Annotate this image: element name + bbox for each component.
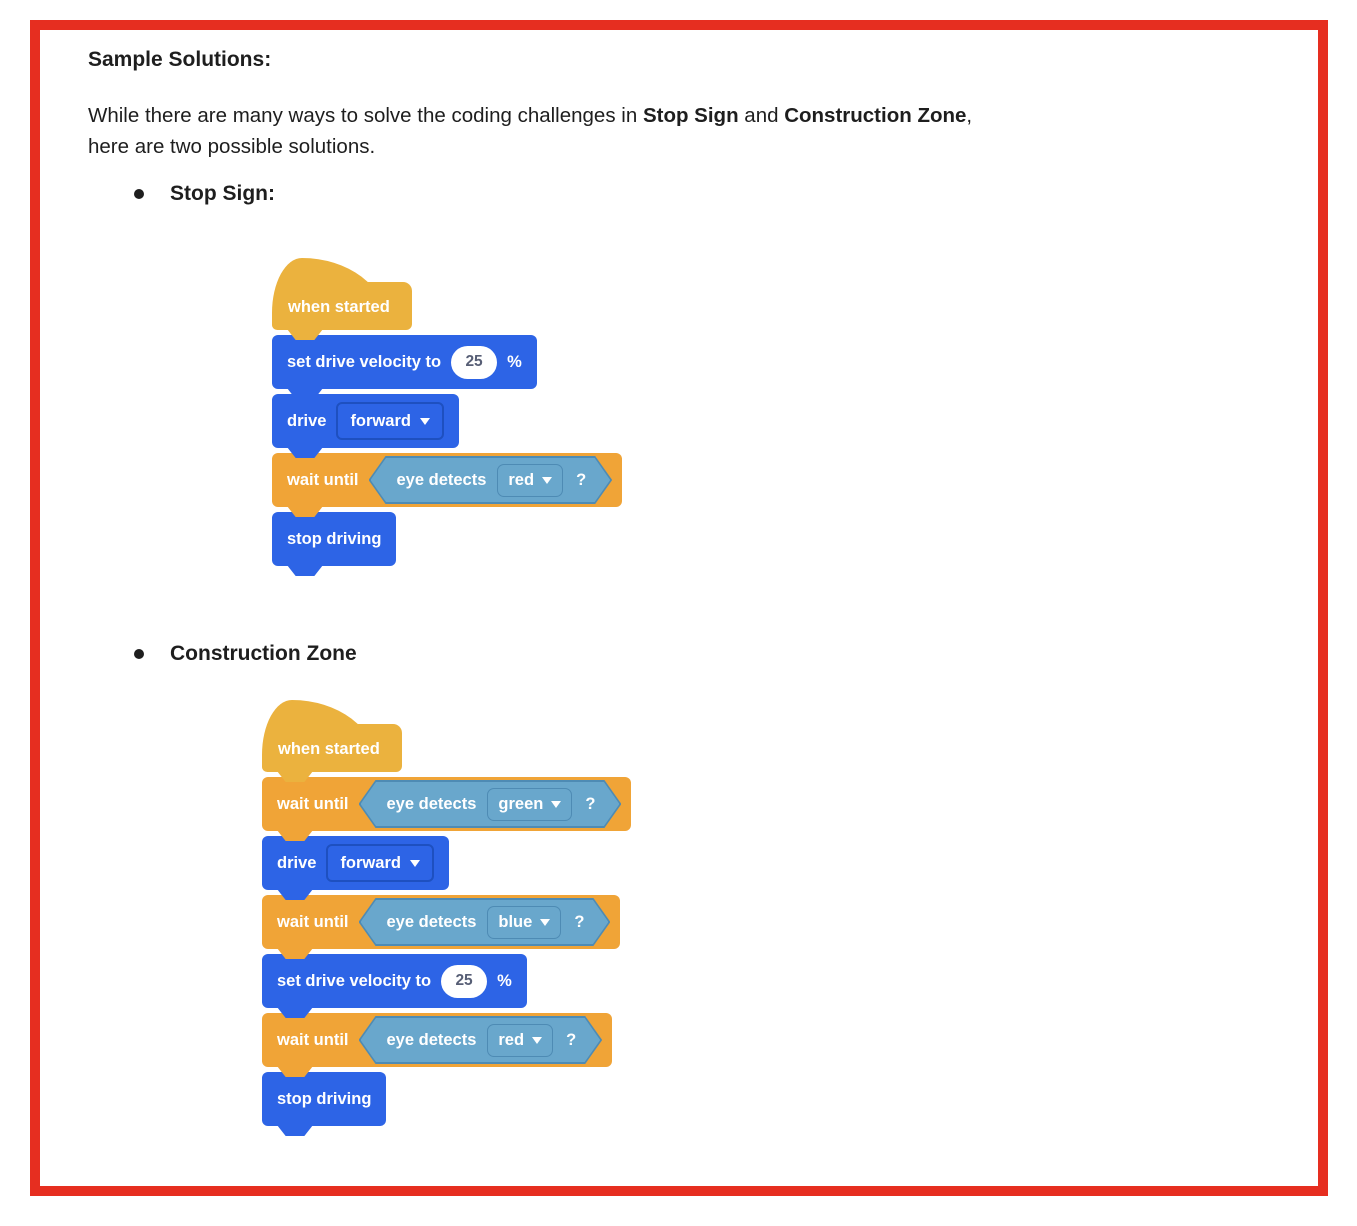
bullet-icon: [134, 189, 144, 199]
block-label: drive: [277, 853, 317, 872]
bullet-label-construction-zone: Construction Zone: [170, 642, 357, 665]
direction-dropdown[interactable]: forward: [326, 844, 434, 882]
block-label: wait until: [277, 1030, 349, 1049]
condition-hexagon: eye detects red ?: [359, 1016, 603, 1064]
bullet-item-stop-sign: Stop Sign:: [134, 182, 275, 206]
chevron-down-icon: [551, 801, 561, 808]
block-stop-driving: stop driving: [262, 1072, 387, 1126]
color-dropdown-red[interactable]: red: [497, 464, 563, 497]
eye-detects-condition: eye detects red ?: [371, 458, 611, 502]
block-label: set drive velocity to: [277, 971, 432, 990]
eye-detects-condition: eye detects blue ?: [361, 900, 609, 944]
block-label: when started: [278, 740, 380, 758]
dropdown-value: blue: [498, 912, 533, 931]
dropdown-value: forward: [350, 411, 411, 430]
chevron-down-icon: [409, 859, 420, 867]
condition-hexagon: eye detects blue ?: [359, 898, 611, 946]
block-wait-until: wait until eye detects green ?: [262, 777, 632, 831]
block-wait-until: wait until eye detects red ?: [262, 1013, 613, 1067]
eye-detects-condition: eye detects green ?: [361, 782, 620, 826]
dropdown-value: green: [498, 794, 544, 813]
chevron-down-icon: [540, 919, 550, 926]
condition-hexagon: eye detects red ?: [369, 456, 613, 504]
percent-label: %: [507, 352, 522, 371]
block-wait-until: wait until eye detects red ?: [272, 453, 623, 507]
block-when-started: when started: [272, 258, 412, 330]
condition-hexagon: eye detects green ?: [359, 780, 622, 828]
question-mark-label: ?: [585, 794, 596, 813]
intro-text: ,: [966, 104, 973, 127]
intro-bold-stop-sign: Stop Sign: [642, 104, 739, 127]
dropdown-value: red: [498, 1030, 525, 1049]
chevron-down-icon: [542, 477, 552, 484]
color-dropdown-red[interactable]: red: [487, 1024, 553, 1057]
block-label: when started: [288, 298, 390, 316]
block-label: wait until: [287, 470, 359, 489]
velocity-value-input[interactable]: 25: [441, 964, 488, 998]
question-mark-label: ?: [576, 470, 587, 489]
block-label: stop driving: [287, 529, 382, 548]
block-label: wait until: [277, 912, 349, 931]
block-label: stop driving: [277, 1089, 372, 1108]
hat-shoulder-shape: [352, 724, 402, 772]
block-wait-until: wait until eye detects blue ?: [262, 895, 621, 949]
block-set-drive-velocity: set drive velocity to 25 %: [272, 335, 537, 389]
block-stop-driving: stop driving: [272, 512, 397, 566]
percent-label: %: [497, 971, 512, 990]
hat-shoulder-shape: [362, 282, 412, 330]
sensor-label: eye detects: [396, 470, 487, 489]
block-label: set drive velocity to: [287, 352, 442, 371]
direction-dropdown[interactable]: forward: [336, 402, 444, 440]
stop-sign-block-stack: when started set drive velocity to 25 % …: [272, 258, 623, 566]
sensor-label: eye detects: [386, 912, 477, 931]
block-label: drive: [287, 411, 327, 430]
color-dropdown-blue[interactable]: blue: [487, 906, 561, 939]
block-label: wait until: [277, 794, 349, 813]
chevron-down-icon: [532, 1037, 542, 1044]
sensor-label: eye detects: [386, 1030, 477, 1049]
eye-detects-condition: eye detects red ?: [361, 1018, 601, 1062]
chevron-down-icon: [419, 417, 430, 425]
bullet-label-stop-sign: Stop Sign:: [170, 182, 275, 205]
dropdown-value: forward: [340, 853, 401, 872]
question-mark-label: ?: [566, 1030, 577, 1049]
intro-paragraph: While there are many ways to solve the c…: [88, 100, 1228, 162]
question-mark-label: ?: [574, 912, 585, 931]
bullet-icon: [134, 649, 144, 659]
block-drive: drive forward: [272, 394, 459, 448]
construction-zone-block-stack: when started wait until eye detects gree…: [262, 700, 632, 1126]
color-dropdown-green[interactable]: green: [487, 788, 572, 821]
red-highlight-frame: Sample Solutions: While there are many w…: [30, 20, 1328, 1196]
velocity-value-input[interactable]: 25: [451, 345, 498, 379]
intro-text-line2: here are two possible solutions.: [88, 135, 376, 158]
intro-text: While there are many ways to solve the c…: [88, 104, 643, 127]
intro-bold-construction-zone: Construction Zone: [784, 104, 967, 127]
sensor-label: eye detects: [386, 794, 477, 813]
block-drive: drive forward: [262, 836, 449, 890]
dropdown-value: red: [508, 470, 535, 489]
bullet-item-construction-zone: Construction Zone: [134, 642, 357, 666]
intro-text: and: [738, 104, 785, 127]
block-set-drive-velocity: set drive velocity to 25 %: [262, 954, 527, 1008]
block-when-started: when started: [262, 700, 402, 772]
page-title: Sample Solutions:: [88, 48, 272, 71]
